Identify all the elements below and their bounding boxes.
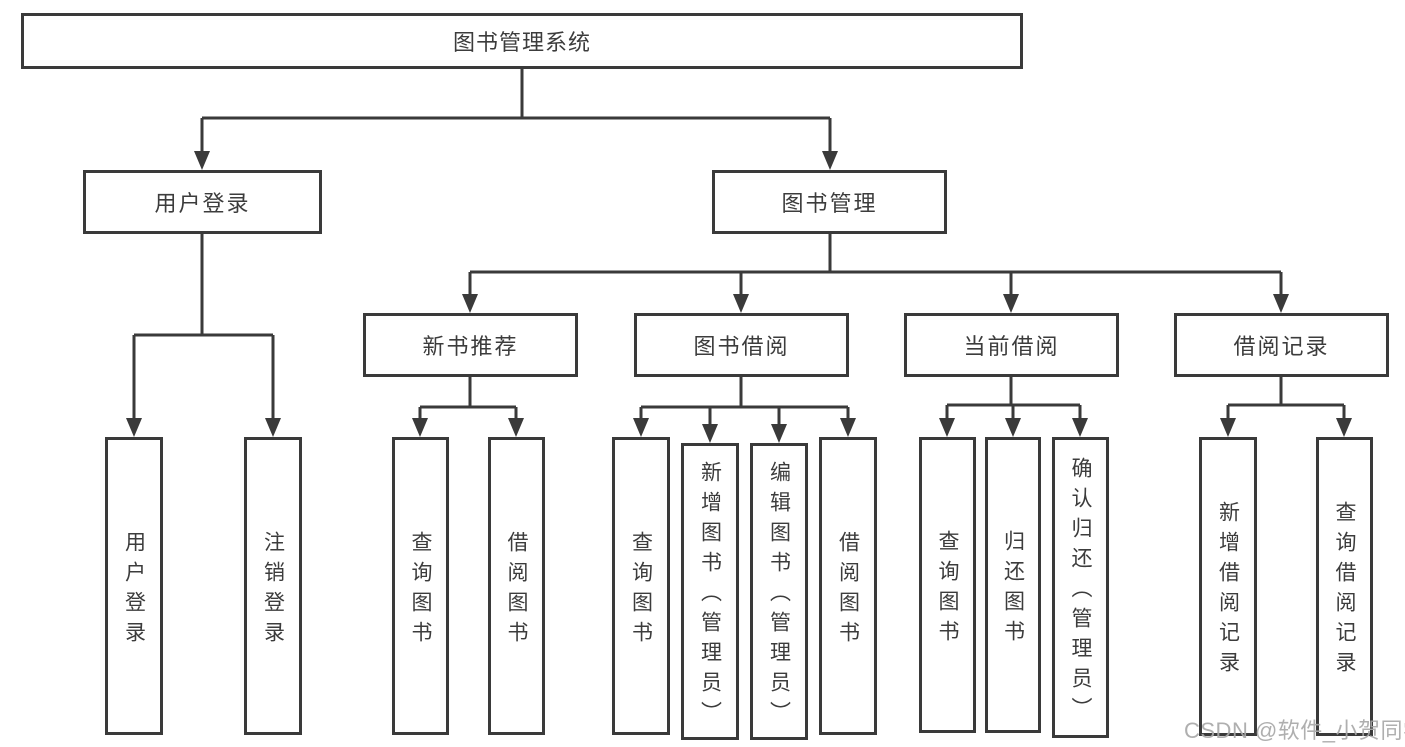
node-new-book-recommend-label: 新书推荐 <box>422 334 519 359</box>
node-root-system: 图书管理系统 <box>21 13 1023 69</box>
connector-new-book-recommend-to-leaves <box>412 377 524 437</box>
leaf-edit-books-admin-label: 编辑图书（管理员） <box>767 461 791 731</box>
leaf-return-books: 归还图书 <box>985 437 1041 733</box>
leaf-logout: 注销登录 <box>244 437 302 735</box>
node-current-borrowing-label: 当前借阅 <box>963 334 1060 359</box>
leaf-query-borrow-record-label: 查询借阅记录 <box>1333 501 1356 681</box>
node-book-management: 图书管理 <box>712 170 947 234</box>
leaf-borrow-books-borrowing-label: 借阅图书 <box>836 530 860 651</box>
node-borrowing-records: 借阅记录 <box>1174 313 1389 377</box>
connector-user-login-to-leaves <box>126 234 281 437</box>
connector-borrowing-records-to-leaves <box>1220 377 1352 437</box>
leaf-add-books-admin-label: 新增图书（管理员） <box>698 461 722 731</box>
leaf-user-login-label: 用户登录 <box>122 530 146 651</box>
leaf-user-login: 用户登录 <box>105 437 163 735</box>
leaf-borrow-books-recommend: 借阅图书 <box>488 437 545 735</box>
connector-book-borrowing-to-leaves <box>633 377 856 443</box>
leaf-add-borrow-record-label: 新增借阅记录 <box>1216 501 1240 681</box>
leaf-query-books-recommend-label: 查询图书 <box>409 530 432 651</box>
leaf-query-books-recommend: 查询图书 <box>392 437 449 735</box>
leaf-confirm-return-admin: 确认归还（管理员） <box>1052 437 1109 738</box>
node-user-login: 用户登录 <box>83 170 322 234</box>
leaf-add-books-admin: 新增图书（管理员） <box>681 443 739 740</box>
node-borrowing-records-label: 借阅记录 <box>1233 334 1330 359</box>
leaf-add-borrow-record: 新增借阅记录 <box>1199 437 1257 736</box>
csdn-watermark: CSDN @软件_小贺同学 <box>1184 718 1405 743</box>
leaf-borrow-books-borrowing: 借阅图书 <box>819 437 877 735</box>
leaf-query-books-borrowing: 查询图书 <box>612 437 670 735</box>
node-current-borrowing: 当前借阅 <box>904 313 1119 377</box>
leaf-confirm-return-admin-label: 确认归还（管理员） <box>1069 457 1092 727</box>
leaf-logout-label: 注销登录 <box>261 530 285 651</box>
connector-book-management-to-level3 <box>462 234 1289 313</box>
leaf-borrow-books-recommend-label: 借阅图书 <box>505 530 528 651</box>
leaf-return-books-label: 归还图书 <box>1001 529 1025 650</box>
connector-root-to-level2 <box>194 69 838 170</box>
leaf-query-borrow-record: 查询借阅记录 <box>1316 437 1373 736</box>
node-user-login-label: 用户登录 <box>154 191 251 216</box>
leaf-query-books-current: 查询图书 <box>919 437 976 733</box>
node-new-book-recommend: 新书推荐 <box>363 313 578 377</box>
node-root-system-label: 图书管理系统 <box>452 30 591 55</box>
node-book-borrowing-label: 图书借阅 <box>693 334 790 359</box>
leaf-query-books-borrowing-label: 查询图书 <box>629 530 653 651</box>
connector-current-borrowing-to-leaves <box>939 377 1088 437</box>
leaf-edit-books-admin: 编辑图书（管理员） <box>750 443 808 740</box>
leaf-query-books-current-label: 查询图书 <box>936 529 959 650</box>
node-book-borrowing: 图书借阅 <box>634 313 849 377</box>
node-book-management-label: 图书管理 <box>781 191 878 216</box>
